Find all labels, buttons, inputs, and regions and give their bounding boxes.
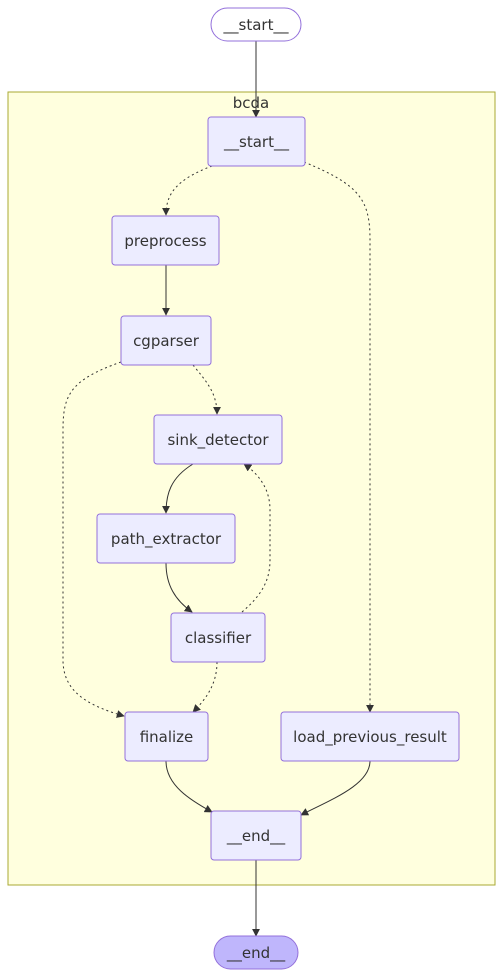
edge-finalize-to-end xyxy=(165,760,213,813)
node-finalize-shape xyxy=(124,711,209,762)
node-load-previous-result-label: load_previous_result xyxy=(293,728,447,747)
node-classifier-shape xyxy=(170,612,266,663)
node-outer-start-label: __start__ xyxy=(223,16,289,35)
node-load-previous-result-shape xyxy=(280,711,460,762)
node-preprocess-label: preprocess xyxy=(124,232,206,250)
node-path-extractor-shape xyxy=(96,513,236,564)
edge-path-extractor-to-classifier xyxy=(165,562,193,613)
node-sink-detector-shape xyxy=(153,414,283,465)
node-start-label: __start__ xyxy=(223,133,289,152)
node-path-extractor-label: path_extractor xyxy=(111,530,222,549)
node-outer-end-label: __end__ xyxy=(226,944,286,963)
edge-classifier-to-finalize xyxy=(192,661,218,713)
node-load-previous-result[interactable]: load_previous_result xyxy=(280,711,460,762)
node-sink-detector-label: sink_detector xyxy=(167,431,269,450)
node-outer-end-shape xyxy=(213,935,299,970)
cluster-bcda: bcda xyxy=(7,91,496,886)
edge-sink-detector-to-path-extractor xyxy=(162,463,194,514)
node-end-label: __end__ xyxy=(226,827,286,846)
node-classifier[interactable]: classifier xyxy=(170,612,266,663)
edge-classifier-to-sink-detector xyxy=(241,463,271,613)
cluster-label: bcda xyxy=(233,94,269,112)
node-end-shape xyxy=(210,810,302,861)
cluster-box xyxy=(7,91,496,886)
node-finalize[interactable]: finalize xyxy=(124,711,209,762)
node-cgparser-shape xyxy=(120,315,212,366)
node-preprocess[interactable]: preprocess xyxy=(111,215,220,266)
edges xyxy=(62,41,374,937)
node-start[interactable]: __start__ xyxy=(207,116,306,167)
node-cgparser[interactable]: cgparser xyxy=(120,315,212,366)
node-start-shape xyxy=(207,116,306,167)
node-classifier-label: classifier xyxy=(185,629,252,647)
node-sink-detector[interactable]: sink_detector xyxy=(153,414,283,465)
edge-start-to-preprocess xyxy=(162,165,213,216)
edge-load-previous-result-to-end xyxy=(300,760,371,816)
node-outer-start-shape xyxy=(210,7,302,42)
node-outer-end[interactable]: __end__ xyxy=(213,935,299,970)
node-path-extractor[interactable]: path_extractor xyxy=(96,513,236,564)
node-preprocess-shape xyxy=(111,215,220,266)
edge-cgparser-to-sink-detector xyxy=(192,364,221,415)
node-cgparser-label: cgparser xyxy=(133,332,200,350)
node-finalize-label: finalize xyxy=(140,728,194,746)
node-outer-start[interactable]: __start__ xyxy=(210,7,302,42)
node-end[interactable]: __end__ xyxy=(210,810,302,861)
